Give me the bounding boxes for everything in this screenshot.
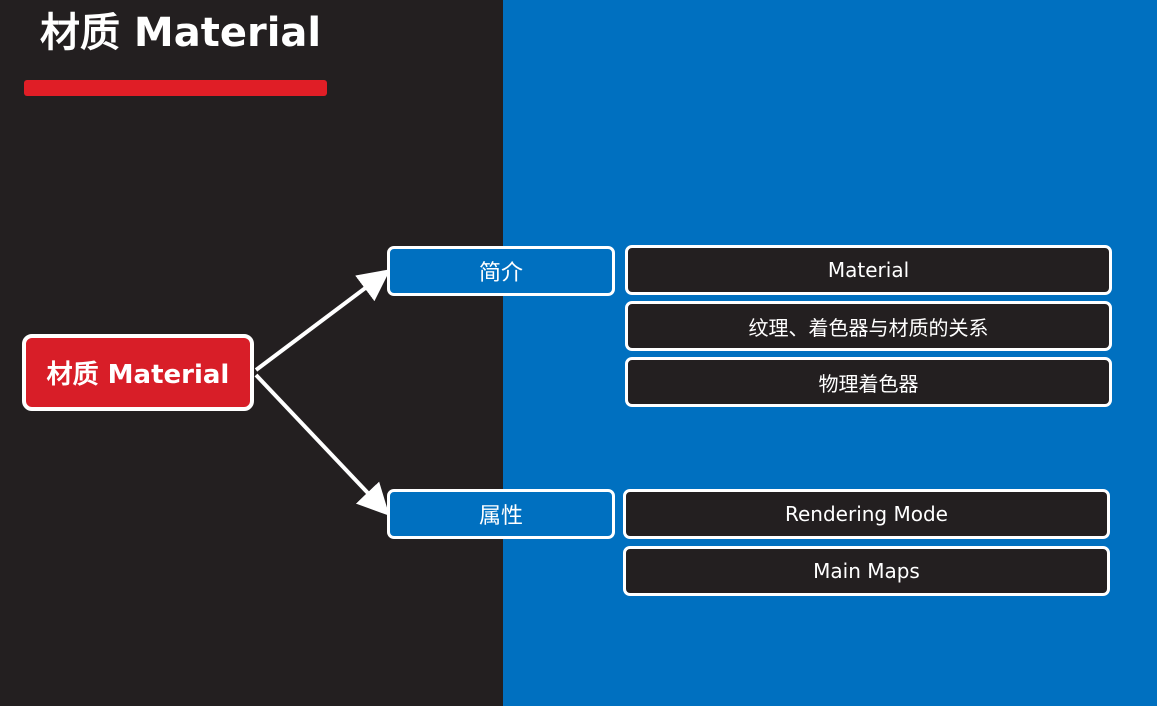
category-node-label: 简介 [478, 261, 523, 286]
title-underline-bar [24, 80, 327, 96]
leaf-node-label: 物理着色器 [818, 371, 919, 396]
leaf-node-main-maps: Main Maps [623, 546, 1110, 596]
root-node-label: 材质 Material [46, 360, 230, 390]
leaf-node-label: Rendering Mode [785, 502, 948, 526]
root-node-material: 材质 Material [22, 334, 254, 411]
leaf-node-label: 纹理、着色器与材质的关系 [748, 315, 989, 340]
leaf-node-label: Material [827, 258, 910, 282]
leaf-node-material: Material [625, 245, 1112, 295]
leaf-node-label: Main Maps [813, 559, 920, 583]
leaf-node-physical-shader: 物理着色器 [625, 357, 1112, 407]
page-title: 材质 Material [40, 10, 322, 56]
category-node-label: 属性 [478, 504, 523, 529]
arrow-to-intro [254, 269, 391, 372]
leaf-node-texture-shader-material-relation: 纹理、着色器与材质的关系 [625, 301, 1112, 351]
category-node-properties: 属性 [387, 489, 615, 539]
arrow-to-properties [254, 373, 390, 516]
category-node-intro: 简介 [387, 246, 615, 296]
leaf-node-rendering-mode: Rendering Mode [623, 489, 1110, 539]
